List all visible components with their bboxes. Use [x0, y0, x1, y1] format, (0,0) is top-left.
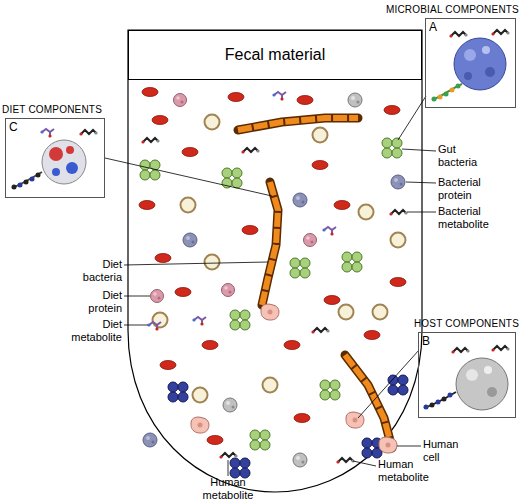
host-inset: HOST COMPONENTSB [418, 332, 516, 418]
gut-bacteria [140, 138, 402, 450]
human-cells [191, 304, 397, 453]
inset-heading: HOST COMPONENTS [414, 318, 519, 329]
box-label: Fecal material [225, 46, 325, 64]
panel-letter: C [9, 120, 18, 134]
fecal-material-box: Fecal material [128, 30, 422, 80]
leader-lines [105, 96, 436, 476]
rod-bacteria [238, 118, 392, 448]
panel-letter: B [422, 334, 430, 348]
inset-c-art [12, 129, 98, 190]
figure-label: Human cell [423, 438, 465, 464]
inset-a-art [432, 30, 510, 102]
figure-label: Diet bacteria [72, 258, 122, 284]
figure-label: Diet protein [78, 289, 122, 315]
figure-label: Human metabolite [198, 476, 258, 500]
beige-bacteria [153, 115, 406, 403]
test-tube [128, 30, 422, 492]
diet-inset: DIET COMPONENTSC [5, 118, 105, 198]
figure-label: Diet metabolite [62, 318, 122, 344]
inset-heading: MICROBIAL COMPONENTS [386, 4, 519, 15]
figure-label: Bacterial metabolite [438, 205, 500, 231]
proteins [143, 93, 405, 467]
figure-label: Bacterial protein [438, 176, 498, 202]
panel-letter: A [429, 20, 437, 34]
metabolites [141, 92, 407, 464]
microbial-inset: MICROBIAL COMPONENTSA [425, 18, 516, 108]
figure-label: Human metabolite [378, 458, 438, 484]
inset-b-art [424, 346, 510, 410]
inset-heading: DIET COMPONENTS [2, 104, 102, 115]
figure-label: Gut bacteria [438, 143, 486, 169]
